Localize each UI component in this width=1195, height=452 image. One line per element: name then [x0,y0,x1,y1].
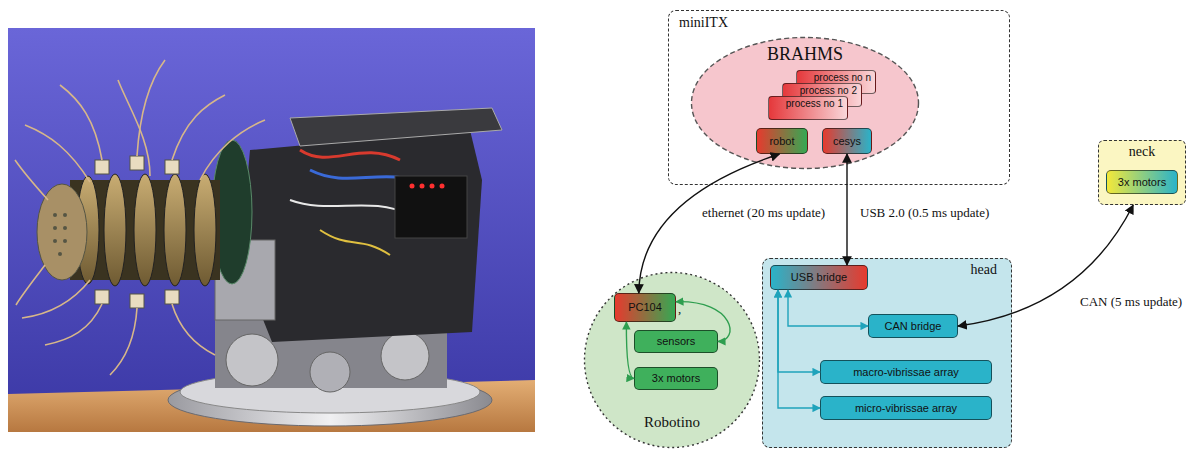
process-box: process no 1 [768,96,848,120]
box-title: Robotino [583,414,761,431]
module-box: cesys [822,128,872,154]
link-arrow [846,154,847,265]
link-arrow [788,290,868,326]
link-arrow [639,154,780,293]
process-label: process no 2 [800,85,857,97]
link-arrow [676,302,730,342]
module-label: CAN bridge [885,320,942,333]
bridge-box: USB bridge [770,265,868,290]
label-holder: , [678,302,681,317]
module-label: macro-vibrissae array [853,366,959,379]
neck-box: neck 3x motors [1098,140,1186,205]
robotino-circle: Robotino PC104 sensors 3x motors [583,271,761,449]
module-label: PC104 [628,301,662,314]
framework-name: BRAHMS [690,44,920,65]
framework-ellipse: BRAHMS process no nprocess no 2process no… [690,36,920,170]
module-label: robot [769,135,794,148]
module-box: sensors [634,330,718,353]
module-label: 3x motors [1118,176,1166,189]
link-label: CAN (5 ms update) [1078,294,1184,310]
link-label: ethernet (20 ms update) [700,205,827,221]
process-label: process no 1 [786,98,843,110]
link-label: USB 2.0 (0.5 ms update) [858,205,991,221]
label-holder: USB 2.0 (0.5 ms update) [858,205,991,221]
link-arrow [626,322,634,379]
label-holder: ethernet (20 ms update) [700,205,827,221]
module-label: USB bridge [791,271,847,284]
link-arrow [778,290,820,372]
module-box: robot [756,128,808,154]
process-label: process no n [814,72,871,84]
motor-box: 3x motors [1106,170,1178,194]
note-label: , [678,302,681,317]
box-title: neck [1103,144,1181,160]
module-label: micro-vibrissae array [855,402,957,415]
bridge-box: CAN bridge [868,314,958,338]
motor-box: 3x motors [634,367,718,390]
box-title: miniITX [679,15,997,31]
module-box: PC104 [614,293,676,322]
module-label: 3x motors [652,372,700,385]
head-box: headUSB bridgeCAN bridgemacro-vibrissae … [762,258,1012,448]
robot-photo [0,0,545,452]
sensor-array-box: micro-vibrissae array [820,396,992,420]
label-holder: CAN (5 ms update) [1078,294,1184,310]
sensor-array-box: macro-vibrissae array [820,360,992,384]
computer-box: miniITX BRAHMS process no nprocess no 2pro… [668,10,1010,185]
module-label: cesys [833,135,861,148]
module-label: sensors [657,335,696,348]
link-arrow [778,290,820,408]
